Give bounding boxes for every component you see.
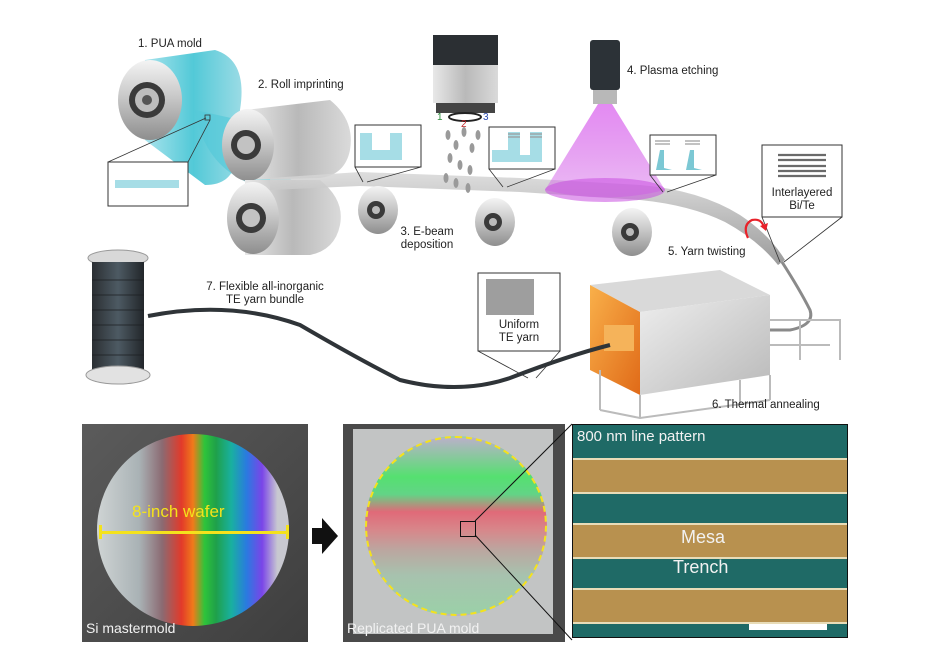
sem-title: 800 nm line pattern (577, 428, 706, 445)
trench-label: Trench (673, 557, 729, 577)
uniform-callout-text: Uniform TE yarn (478, 319, 560, 345)
step-3-label: 3. E-beam deposition (392, 226, 462, 252)
step-7-label-line2: TE yarn bundle (226, 294, 304, 306)
support-roller-3 (612, 208, 652, 256)
mesa-label: Mesa (681, 527, 726, 547)
uniform-line2: TE yarn (498, 332, 540, 344)
si-mastermold-photo: 8-inch wafer Si mastermold (82, 424, 308, 642)
step-2-label: 2. Roll imprinting (258, 79, 344, 91)
ebeam-evaporator (433, 35, 498, 193)
imprint-roller-bottom (227, 180, 341, 255)
mold-disc (365, 436, 547, 616)
mesa-stripe (573, 458, 847, 494)
sem-image: 800 nm line pattern Mesa Trench (572, 424, 848, 638)
callout-imprinted (354, 124, 422, 183)
step-7-label: 7. Flexible all-inorganic TE yarn bundle (190, 281, 340, 307)
yarn-bobbin (85, 249, 151, 385)
callout-uniform (477, 272, 561, 379)
diameter-marker-left-cap (99, 525, 102, 539)
ebeam-source-1: 1 (437, 112, 443, 123)
step-3-label-line2: deposition (400, 239, 454, 251)
yarn-bundle (147, 307, 611, 390)
step-1-label: 1. PUA mold (138, 38, 202, 50)
uniform-line1: Uniform (498, 319, 540, 331)
wafer-disc (97, 434, 289, 626)
plasma-etcher (545, 40, 665, 202)
callout-pua-film (107, 114, 211, 207)
ebeam-source-2: 2 (461, 119, 467, 130)
twist-arrow-icon (744, 218, 766, 239)
interlayered-line1: Interlayered (771, 187, 833, 199)
diameter-marker-right-cap (286, 525, 289, 539)
wafer-size-annotation: 8-inch wafer (132, 502, 225, 521)
callout-interlayered (761, 144, 843, 263)
diameter-marker (100, 531, 288, 534)
step-7-label-line1: 7. Flexible all-inorganic (206, 281, 324, 293)
interlayered-callout-text: Interlayered Bi/Te (762, 187, 842, 213)
mesa-stripe (573, 523, 847, 559)
replicated-mold-photo: Replicated PUA mold (343, 424, 565, 642)
annealing-furnace (590, 270, 841, 420)
twisted-yarn (770, 261, 813, 332)
step-6-label: 6. Thermal annealing (712, 399, 820, 411)
step-4-label: 4. Plasma etching (627, 65, 719, 77)
support-roller-2 (475, 198, 515, 246)
scale-bar (749, 624, 827, 630)
replicated-mold-caption: Replicated PUA mold (347, 620, 480, 636)
imprint-roller-top (222, 100, 351, 181)
si-mastermold-caption: Si mastermold (86, 620, 176, 636)
interlayered-line2: Bi/Te (789, 200, 815, 212)
mesa-stripe (573, 588, 847, 624)
ebeam-source-3: 3 (483, 112, 489, 123)
zoom-region-marker (460, 521, 476, 537)
step-3-label-line1: 3. E-beam (400, 226, 454, 238)
callout-etched (649, 134, 717, 193)
step-5-label: 5. Yarn twisting (668, 246, 746, 258)
callout-deposited (488, 126, 556, 188)
support-roller-1 (358, 186, 398, 234)
